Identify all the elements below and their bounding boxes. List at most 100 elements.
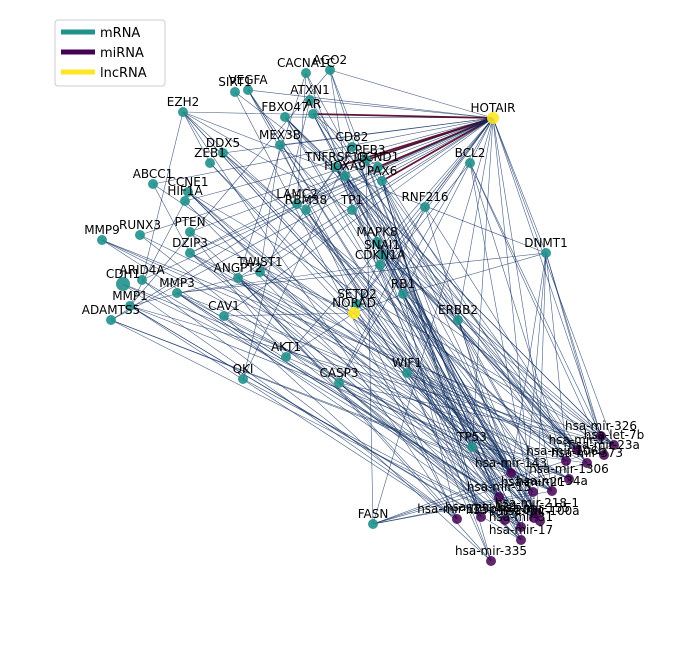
node-label-norad: NORAD [332,296,376,310]
edge-hsa-let-7b-HOXA9 [344,175,615,446]
edge-hsa-let-7b-FASN [372,444,615,525]
node-twist1 [255,267,265,277]
edge-HOTAIR-DZIP3 [189,117,494,254]
edge-HOTAIR-hsa-mir-326 [492,117,602,437]
node-label-hsa-mir-23a: hsa-mir-23a [568,438,640,452]
node-label-cdkn1a: CDKN1A [355,248,406,262]
node-layer [97,65,619,566]
node-hsa-mir-15 [494,492,504,502]
node-casp3 [334,378,344,388]
edge-hsa-mir-34a-CCNE1 [187,191,553,492]
edge-hsa-mir-34a-MMP3 [176,292,553,492]
edge-SNAI1-ERBB2 [381,254,459,321]
node-cd82 [347,142,357,152]
node-fbxo47 [280,112,290,122]
edge-HOTAIR-RUNX3 [139,117,494,236]
node-hsa-mir-21 [528,487,538,497]
node-label-hotair: HOTAIR [471,101,516,115]
edge-HOTAIR-AKT1 [285,117,494,358]
edge-hsa-mir-155-FBXO47 [284,116,535,519]
node-label-hsa-mir-17: hsa-mir-17 [489,523,553,537]
node-label-atxn1: ATXN1 [290,83,329,97]
edge-MEX3B-TWIST1 [259,144,281,273]
node-label-hsa-mir-155: hsa-mir-155 [498,501,570,515]
edge-HOTAIR-ANGPT2 [237,117,494,279]
node-hsa-mir-31 [516,522,526,532]
edge-hsa-mir-100a-RBM38 [305,209,541,522]
edge-hsa-mir-106b-CCND1 [377,166,567,462]
edge-ABCC1-DZIP3 [152,183,191,254]
node-label-hoxa9: HOXA9 [324,159,366,173]
edge-HOTAIR-PAX6 [381,117,494,182]
edge-hsa-mir-143-CCNE1 [187,191,512,474]
edge-HOTAIR-SNAI1 [381,117,494,256]
node-ccne1 [183,187,193,197]
node-label-sirt1: SIRT1 [218,75,252,89]
node-hsa-mir-125b [452,514,462,524]
node-atxn1 [305,95,315,105]
edge-hsa-mir-15-VEGFA [247,89,500,498]
node-mmp1 [125,301,135,311]
node-hsa-mir-34a [547,486,557,496]
node-hsa-mir-373 [582,458,592,468]
node-label-hsa-mir-125b: hsa-mir-125b [417,502,497,516]
node-label-adamts5: ADAMTS5 [82,303,140,317]
edge-hsa-mir-200c-CPEB3 [365,159,506,521]
node-label-ezh2: EZH2 [167,95,199,109]
edge-HIF1A-MMP1 [129,200,186,307]
edge-QKI-CD82 [242,146,353,380]
edge-hsa-mir-17-HIF1A [184,200,522,541]
node-label-runx3: RUNX3 [119,218,161,232]
edge-hsa-mir-326-BCL2 [469,162,602,437]
edge-FBXO47-TNFRSF1B [284,116,337,168]
node-label-hsa-mir-34a: hsa-mir-34a [516,474,588,488]
node-mex3b [275,140,285,150]
node-akt1 [281,352,291,362]
node-label-casp3: CASP3 [319,366,358,380]
node-hsa-mir-200c [500,515,510,525]
node-label-akt1: AKT1 [271,340,301,354]
edge-hsa-mir-1-MEX3B [279,144,578,451]
edge-hsa-mir-31-HOXA9 [344,175,522,528]
edge-hsa-mir-1-FBXO47 [284,116,578,451]
edge-hsa-mir-31-RNF216 [424,206,522,528]
node-label-dzip3: DZIP3 [172,236,208,250]
node-label-cd82: CD82 [336,130,369,144]
edge-ANGPT2-CACNA1C [237,72,307,279]
legend: mRNA miRNA lncRNA [54,19,166,87]
node-label-ago2: AGO2 [313,53,347,67]
node-mapk8 [372,237,382,247]
node-label-mmp9: MMP9 [84,223,120,237]
edge-NORAD-PTEN [189,231,355,314]
edge-HOTAIR-AGO2 [329,69,494,119]
node-cdh1 [116,277,130,291]
node-hsa-mir-1306 [564,474,574,484]
node-hsa-mir-23a [599,450,609,460]
node-label-rb1: RB1 [391,277,415,291]
edge-hsa-mir-335-WIF1 [406,372,492,562]
edge-hsa-mir-143-ADAMTS5 [110,319,512,474]
node-qki [238,374,248,384]
edge-DZIP3-HOXA9 [189,175,346,254]
node-hsa-let-7b [609,440,619,450]
edge-hsa-mir-1-CPEB3 [365,159,578,451]
node-hsa-mir-326 [596,431,606,441]
edge-SETD2-BCL2 [356,162,471,305]
edge-TP53-CD82 [351,146,473,448]
node-cacna1c [301,68,311,78]
node-label-hsa-mir-200c: hsa-mir-200c [466,503,545,517]
edge-hsa-mir-125b-SIRT1 [234,91,458,520]
edge-HOTAIR-VEGFA [247,89,494,119]
node-label-twist1: TWIST1 [236,255,282,269]
edge-layer [101,69,615,562]
node-abcc1 [148,179,158,189]
node-label-hsa-mir-335: hsa-mir-335 [455,544,527,558]
node-label-rnf216: RNF216 [401,190,448,204]
edge-hsa-mir-17-DNMT1 [520,252,547,541]
edge-hsa-mir-23a-FBXO47 [284,116,605,456]
node-pax6 [377,176,387,186]
node-label-erbb2: ERBB2 [438,303,478,317]
edge-CDKN1A-TNFRSF1B [335,166,381,266]
